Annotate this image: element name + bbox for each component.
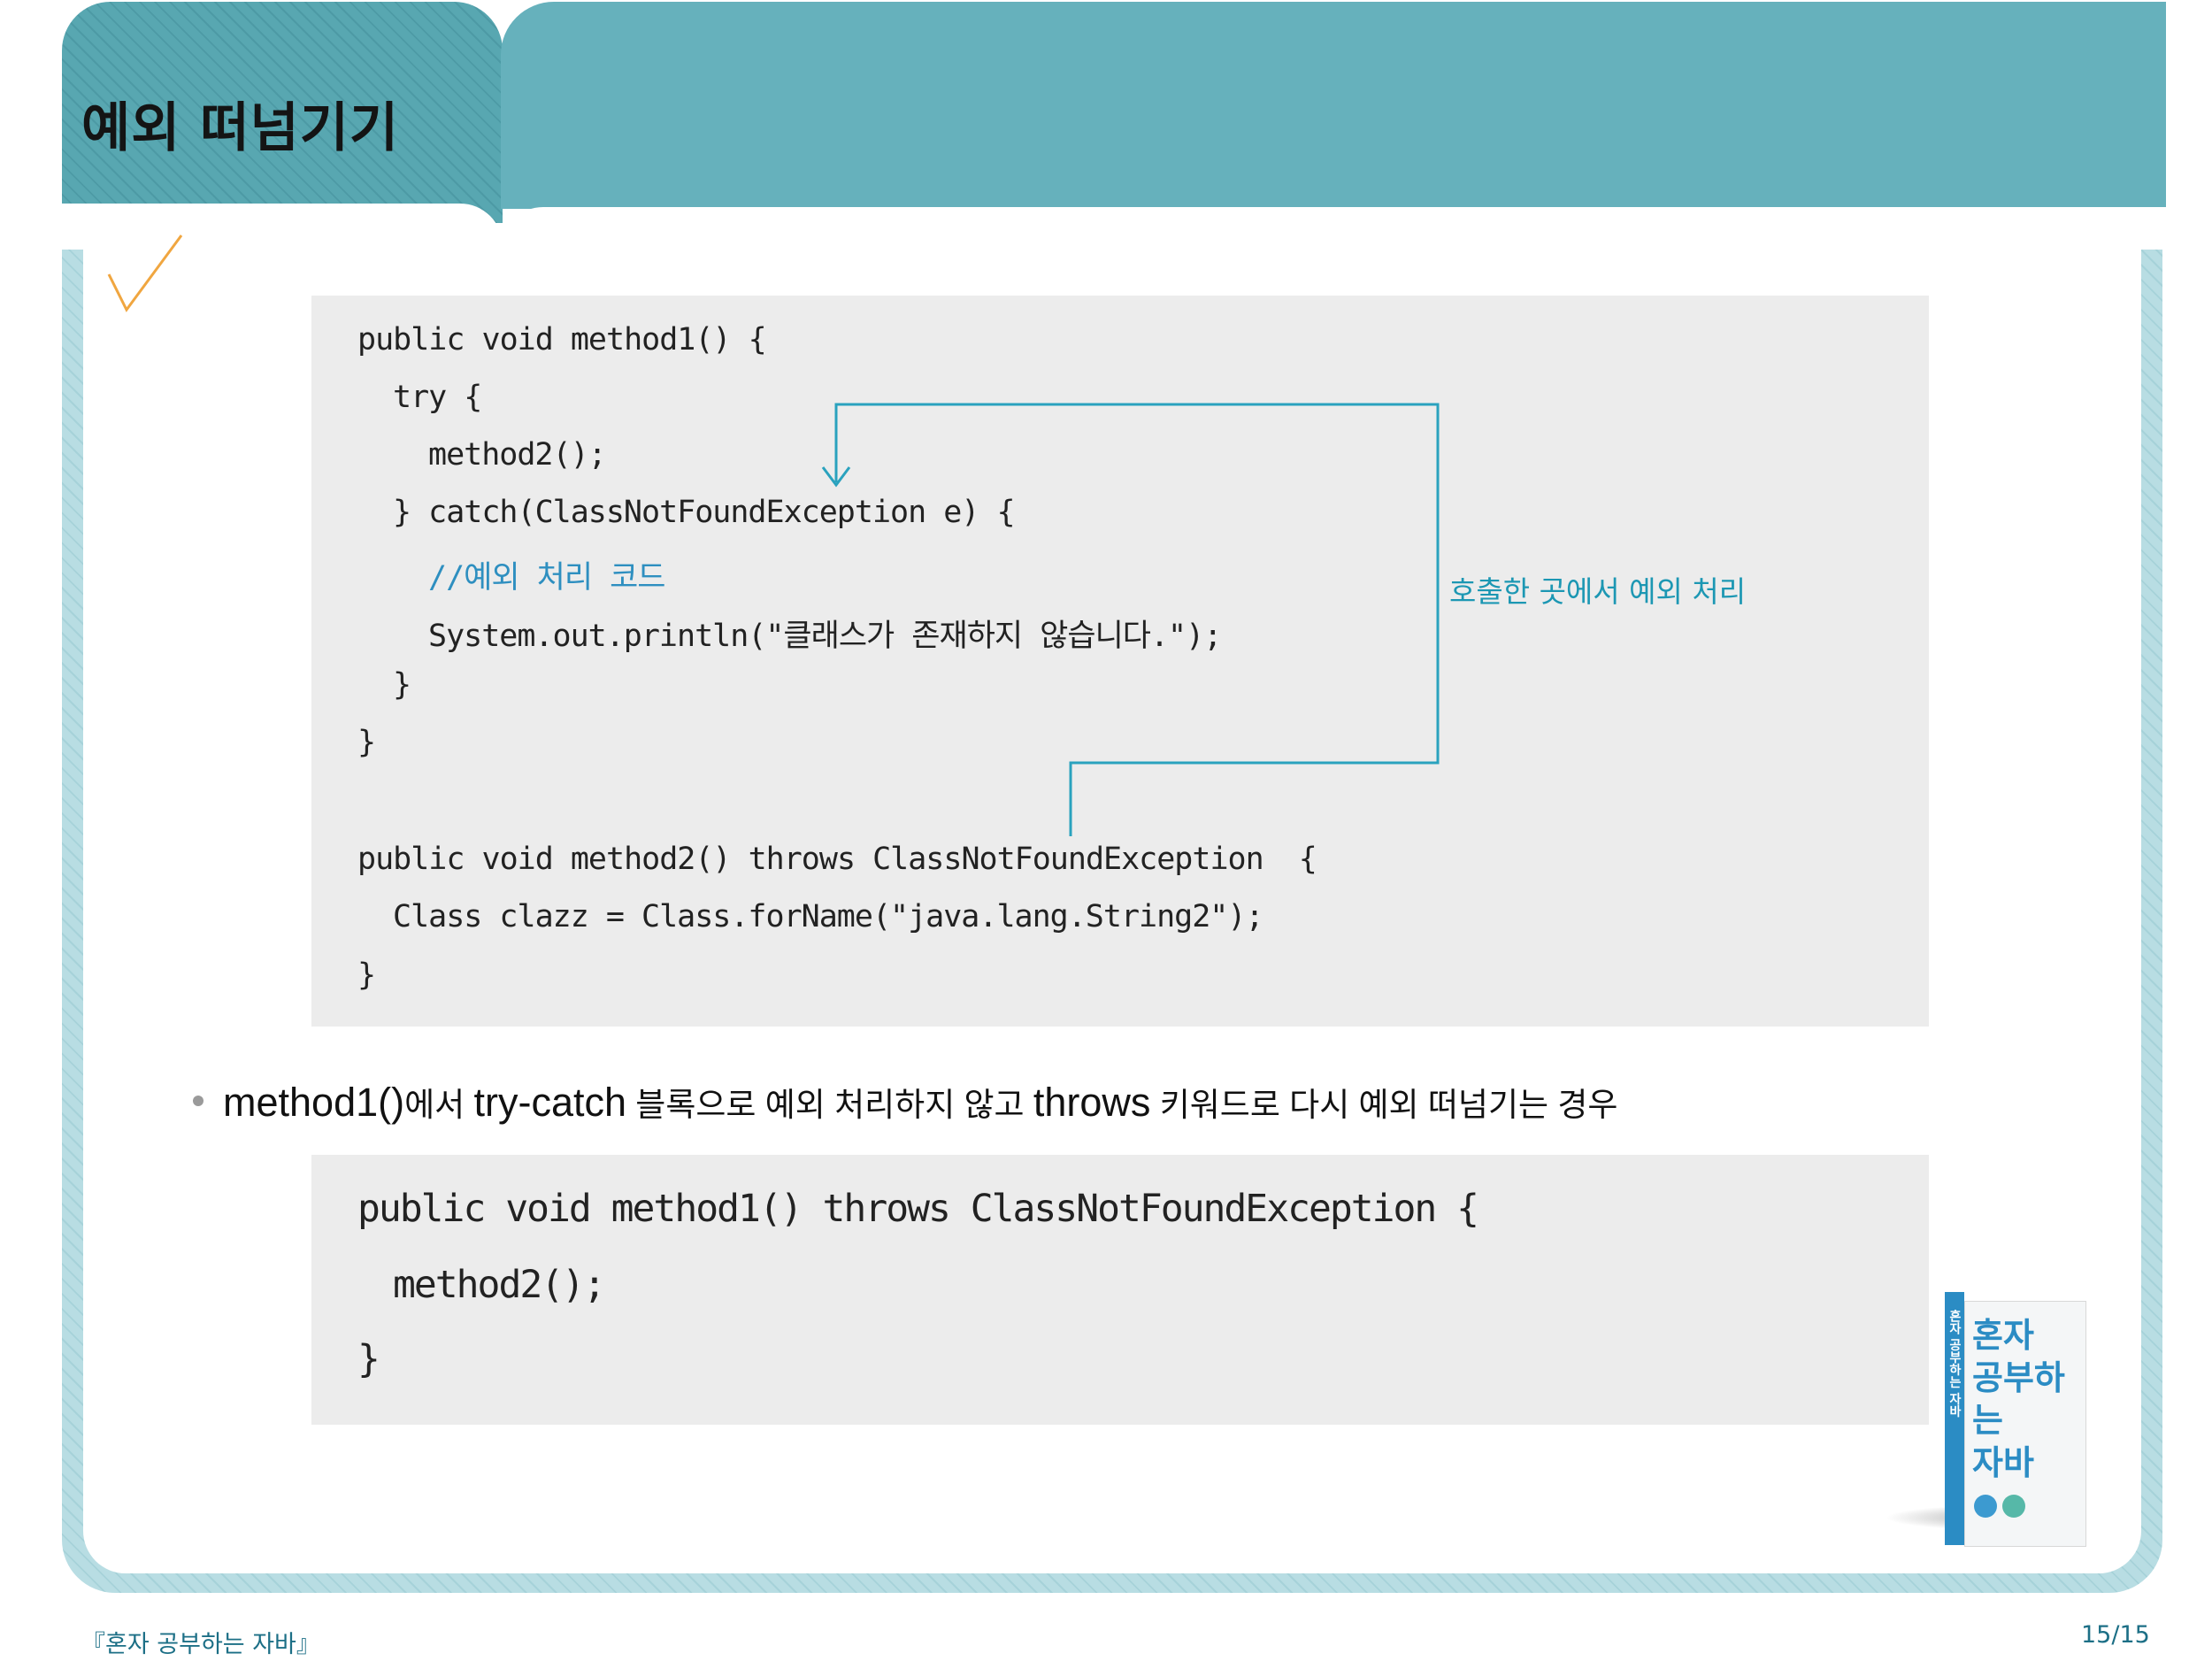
page-number: 15/15 [2081,1621,2150,1649]
code-line: } [393,667,411,703]
title-tab [62,2,503,223]
code-line: public void method2() throws ClassNotFou… [357,842,1317,877]
bullet-text-part: 에서 [404,1087,474,1123]
book-title: 혼자 공부하는 자바 [1972,1314,2085,1484]
bullet-text: method1()에서 try-catch 블록으로 예외 처리하지 않고 th… [223,1078,1617,1126]
annotation-label: 호출한 곳에서 예외 처리 [1449,574,1747,609]
book-title-line: 자바 [1972,1443,2034,1482]
code-line: Class clazz = Class.forName("java.lang.S… [393,899,1264,934]
code-comment: //예외 처리 코드 [428,560,665,596]
code-block-method1-method2: public void method1() { try { method2();… [311,296,1929,1027]
book-badge [1974,1495,1997,1518]
bullet-text-part: 블록으로 예외 처리하지 않고 [626,1087,1033,1123]
code-line: System.out.println("클래스가 존재하지 않습니다."); [428,619,1222,654]
code-line: } [357,725,376,760]
code-line: } catch(ClassNotFoundException e) { [393,495,1016,530]
book-title-line: 혼자 [1972,1316,2034,1355]
book-spine-text: 혼자 공부하는 자바 [1947,1310,1962,1418]
checkmark-icon [107,235,183,312]
code-line: } [357,957,376,993]
code-line: } [357,1337,380,1381]
code-line: public void method1() { [357,322,767,358]
code-block-method1-throws: public void method1() throws ClassNotFou… [311,1155,1929,1425]
code-line: public void method1() throws ClassNotFou… [357,1187,1479,1231]
bullet-method1: method1() [223,1080,405,1125]
page-title: 예외 떠넘기기 [81,97,400,159]
bullet-try-catch: try-catch [473,1080,626,1125]
code-line: method2(); [393,1263,606,1307]
book-title-line: 공부하는 [1972,1358,2065,1440]
code-line: try { [393,380,482,415]
bullet-marker [193,1096,204,1106]
code-line: method2(); [428,437,607,473]
bullet-text-part: 키워드로 다시 예외 떠넘기는 경우 [1150,1087,1618,1123]
book-badge [2002,1495,2025,1518]
book-front: 혼자 공부하는 자바 [1964,1301,2086,1547]
book-cover-image: 혼자 공부하는 자바 혼자 공부하는 자바 [1883,1292,2086,1549]
bullet-throws: throws [1033,1080,1151,1125]
header-bar [501,2,2166,209]
book-spine: 혼자 공부하는 자바 [1945,1292,1964,1545]
footer-book-title: 『혼자 공부하는 자바』 [81,1631,320,1658]
